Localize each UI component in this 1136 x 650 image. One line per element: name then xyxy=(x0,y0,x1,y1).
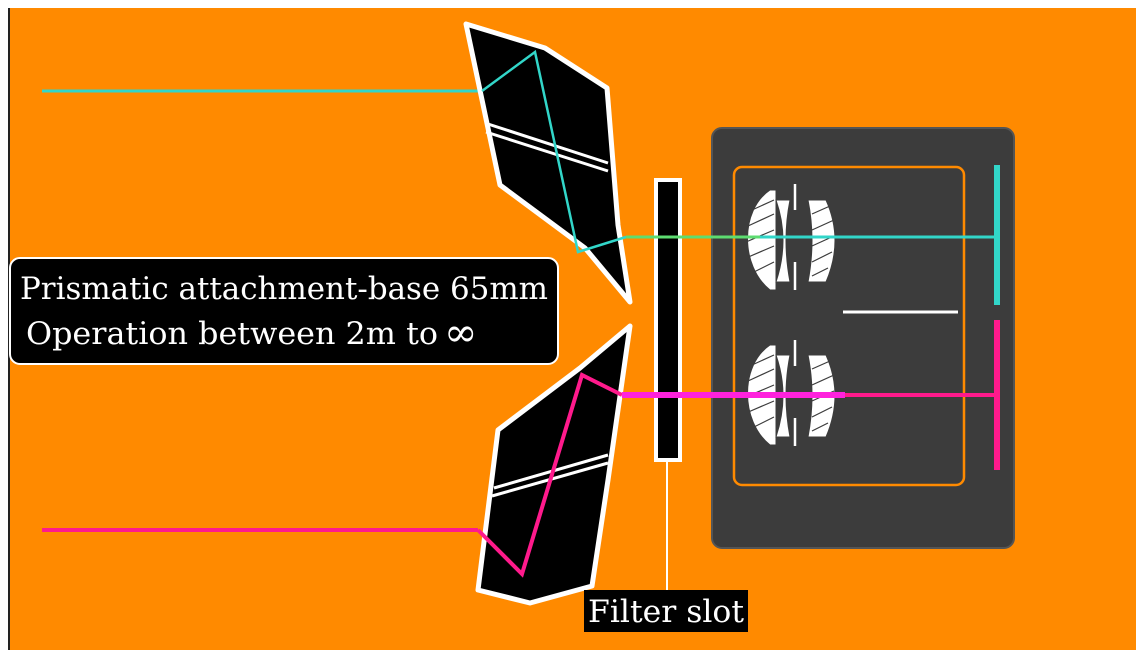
top-prism-ray-path xyxy=(481,49,627,254)
main-label: Prismatic attachment-base 65mm Operation… xyxy=(9,257,559,365)
main-label-box xyxy=(9,257,559,365)
infinity-symbol: ∞ xyxy=(444,310,477,356)
top-prism-seam-1 xyxy=(487,122,609,165)
filter-slot-label: Filter slot xyxy=(584,590,748,632)
top-lens-middle xyxy=(775,199,791,283)
filter-slot-label-text: Filter slot xyxy=(588,594,745,630)
camera-body xyxy=(711,127,1015,549)
top-lens-rear xyxy=(807,199,836,283)
top-lens-group xyxy=(745,184,836,291)
bottom-prism xyxy=(475,323,633,606)
main-label-line-1: Prismatic attachment-base 65mm xyxy=(20,271,548,307)
bottom-prism-ray-path xyxy=(476,372,623,578)
top-prism-body xyxy=(463,21,633,305)
filter-slot-label-box xyxy=(584,590,748,632)
optics-frame xyxy=(732,165,966,487)
main-label-line-2: Operation between 2m to xyxy=(26,316,438,352)
top-prism-seam-2 xyxy=(485,130,609,173)
top-prism xyxy=(463,21,633,305)
filter-slot-bar xyxy=(654,178,682,462)
